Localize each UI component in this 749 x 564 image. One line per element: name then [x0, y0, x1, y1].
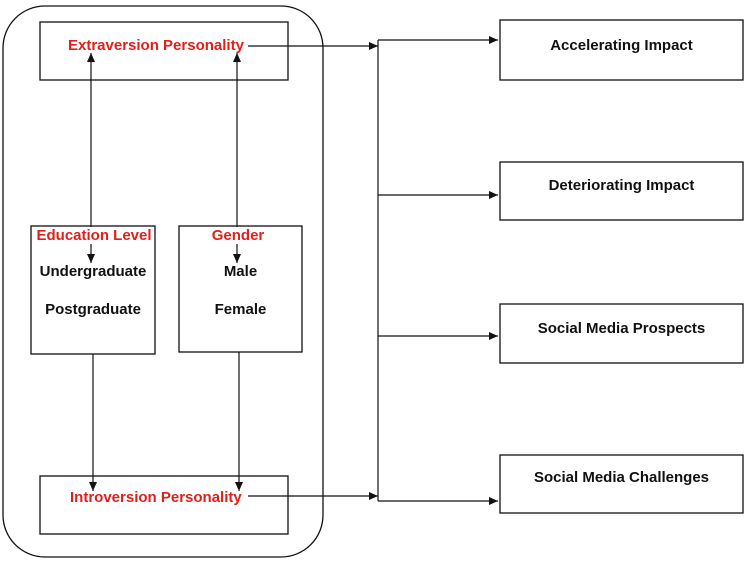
deteriorating-impact-label: Deteriorating Impact: [548, 177, 695, 194]
introversion-box: [39, 475, 289, 535]
social-media-challenges-box: [499, 454, 744, 514]
gender-box: [178, 225, 303, 353]
introversion-label: Introversion Personality: [70, 489, 242, 506]
accelerating-impact-label: Accelerating Impact: [550, 37, 693, 54]
education-item-postgraduate: Postgraduate: [45, 301, 141, 318]
education-level-box: [30, 225, 156, 355]
gender-item-female: Female: [214, 301, 267, 318]
extraversion-label: Extraversion Personality: [68, 37, 244, 54]
gender-item-male: Male: [223, 263, 258, 280]
gender-title: Gender: [209, 227, 267, 244]
extraversion-box: [39, 21, 289, 81]
personality-group-frame: [2, 5, 324, 558]
social-media-prospects-box: [499, 303, 744, 364]
social-media-prospects-label: Social Media Prospects: [537, 320, 706, 337]
accelerating-impact-box: [499, 19, 744, 81]
deteriorating-impact-box: [499, 161, 744, 221]
education-item-undergraduate: Undergraduate: [39, 263, 147, 280]
education-level-title: Education Level: [34, 227, 154, 244]
social-media-challenges-label: Social Media Challenges: [533, 469, 710, 486]
